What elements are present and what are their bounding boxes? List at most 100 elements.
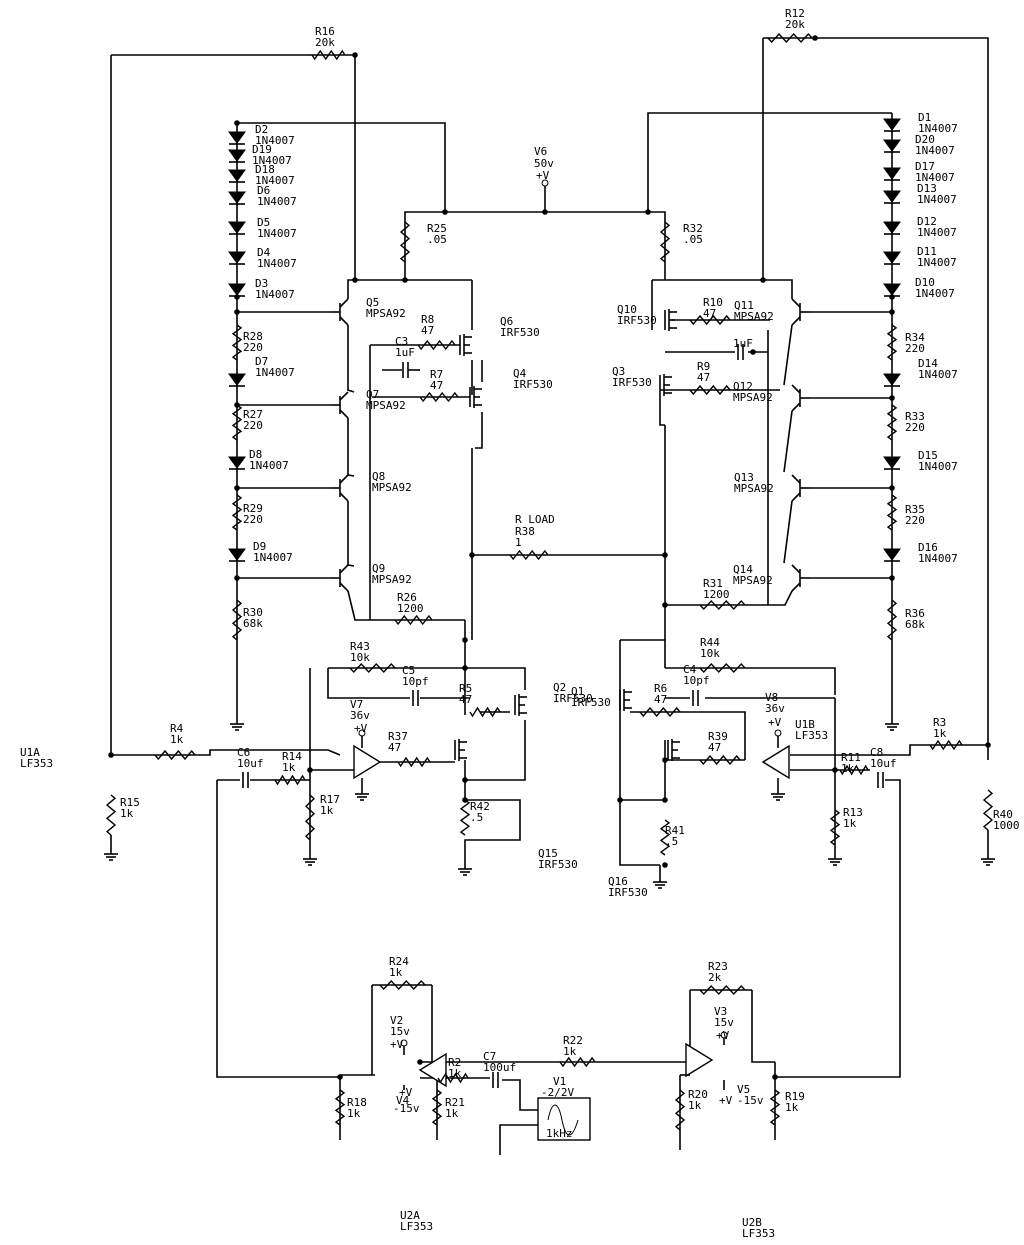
v7-value-label: 36v xyxy=(350,709,370,722)
u2a-value-label: LF353 xyxy=(400,1220,433,1233)
d9-value-label: 1N4007 xyxy=(253,551,293,564)
junction-dot xyxy=(442,209,448,215)
r10-ref-label: R10 xyxy=(703,296,723,309)
diode-right-chain xyxy=(883,139,901,152)
u2b-value-label: LF353 xyxy=(742,1227,775,1240)
ground-symbol xyxy=(652,877,668,889)
resistor-r41 xyxy=(659,819,671,856)
q3-ref-label: Q3 xyxy=(612,365,625,378)
resistor-r21 xyxy=(431,1089,443,1126)
ground-symbol xyxy=(980,854,996,866)
v7-node xyxy=(358,729,366,737)
sine-wave-icon xyxy=(547,1104,579,1136)
wire xyxy=(216,780,340,1078)
r-load-label: R LOAD xyxy=(515,513,555,526)
r39-value-label: 47 xyxy=(708,741,721,754)
d20-value-label: 1N4007 xyxy=(915,144,955,157)
wire xyxy=(347,501,355,567)
q6-ref-label: Q6 xyxy=(500,315,513,328)
d11-value-label: 1N4007 xyxy=(917,256,957,269)
r23-value-label: 2k xyxy=(708,971,722,984)
r13-ref-label: R13 xyxy=(843,806,863,819)
q3-value-label: IRF530 xyxy=(612,376,652,389)
wire xyxy=(665,590,793,606)
junction-dot xyxy=(617,797,623,803)
d3-value-label: 1N4007 xyxy=(255,288,295,301)
junction-dot xyxy=(760,277,766,283)
d13-ref-label: D13 xyxy=(917,182,937,195)
d12-ref-label: D12 xyxy=(917,215,937,228)
v5-value-label: -15v xyxy=(737,1094,764,1107)
d4-ref-label: D4 xyxy=(257,246,271,259)
transistor-emitter xyxy=(791,384,801,394)
d2-ref-label: D2 xyxy=(255,123,268,136)
component-labels: R1620kR1220kV650v+VR25.05R32.05D21N4007D… xyxy=(20,7,1020,1240)
resistor-r9 xyxy=(689,384,731,396)
r14-value-label: 1k xyxy=(282,761,296,774)
v2-ref-label: V2 xyxy=(390,1014,403,1027)
c3-ref-label: C3 xyxy=(395,335,408,348)
resistor-r30 xyxy=(231,599,243,641)
transistor-emitter xyxy=(339,474,349,484)
d8-value-label: 1N4007 xyxy=(249,459,289,472)
r22-ref-label: R22 xyxy=(563,1034,583,1047)
d16-value-label: 1N4007 xyxy=(918,552,958,565)
resistor-r40 xyxy=(982,789,994,831)
transistor-collector xyxy=(339,492,349,502)
r15-value-label: 1k xyxy=(120,807,134,820)
c4-value-label: 10pf xyxy=(683,674,710,687)
q5-value-label: MPSA92 xyxy=(366,307,406,320)
junction-dot xyxy=(469,552,475,558)
d6-ref-label: D6 xyxy=(257,184,270,197)
r9-ref-label: R9 xyxy=(697,360,710,373)
r5-value-label: 47 xyxy=(459,693,472,706)
resistor-r34 xyxy=(886,324,898,361)
r30-value-label: 68k xyxy=(243,617,263,630)
q15-ref-label: Q15 xyxy=(538,847,558,860)
v6-node xyxy=(541,179,549,187)
d7-value-label: 1N4007 xyxy=(255,366,295,379)
v4-ref-label: V4 xyxy=(396,1094,410,1107)
v4-pol-label: +V xyxy=(399,1086,413,1099)
r22-value-label: 1k xyxy=(563,1045,577,1058)
r2-value-label: 1k xyxy=(448,1067,462,1080)
resistor-r25 xyxy=(399,221,411,263)
q9-ref-label: Q9 xyxy=(372,562,385,575)
r24-ref-label: R24 xyxy=(389,955,409,968)
r5-ref-label: R5 xyxy=(459,682,472,695)
r7-value-label: 47 xyxy=(430,379,443,392)
r31-value-label: 1200 xyxy=(703,588,730,601)
d1-ref-label: D1 xyxy=(918,111,931,124)
r43-ref-label: R43 xyxy=(350,640,370,653)
r7-ref-label: R7 xyxy=(430,368,443,381)
resistor-r44 xyxy=(699,662,746,674)
ground-symbol xyxy=(827,854,843,866)
d19-ref-label: D19 xyxy=(252,143,272,156)
resistor-r2 xyxy=(437,1072,469,1084)
r43-value-label: 10k xyxy=(350,651,370,664)
r6-ref-label: R6 xyxy=(654,682,667,695)
v7-pol-label: +V xyxy=(354,722,368,735)
v5-pol-label: +V xyxy=(719,1094,733,1107)
transistor-collector xyxy=(339,582,349,592)
r9-value-label: 47 xyxy=(697,371,710,384)
r6-value-label: 47 xyxy=(654,693,667,706)
q14-value-label: MPSA92 xyxy=(733,574,773,587)
q7-ref-label: Q7 xyxy=(366,388,379,401)
junction-dot xyxy=(462,777,468,783)
r27-value-label: 220 xyxy=(243,419,263,432)
d11-ref-label: D11 xyxy=(917,245,937,258)
r38-value-label: 1 xyxy=(515,536,522,549)
junction-dot xyxy=(812,35,818,41)
q8-ref-label: Q8 xyxy=(372,470,385,483)
q13-ref-label: Q13 xyxy=(734,471,754,484)
r35-value-label: 220 xyxy=(905,514,925,527)
resistor-r16 xyxy=(311,49,346,61)
v8-node xyxy=(774,729,782,737)
wire xyxy=(659,395,665,426)
diode-d14 xyxy=(883,373,901,386)
u1a-ref-label: U1A xyxy=(20,746,40,759)
r36-ref-label: R36 xyxy=(905,607,925,620)
r20-value-label: 1k xyxy=(688,1099,702,1112)
